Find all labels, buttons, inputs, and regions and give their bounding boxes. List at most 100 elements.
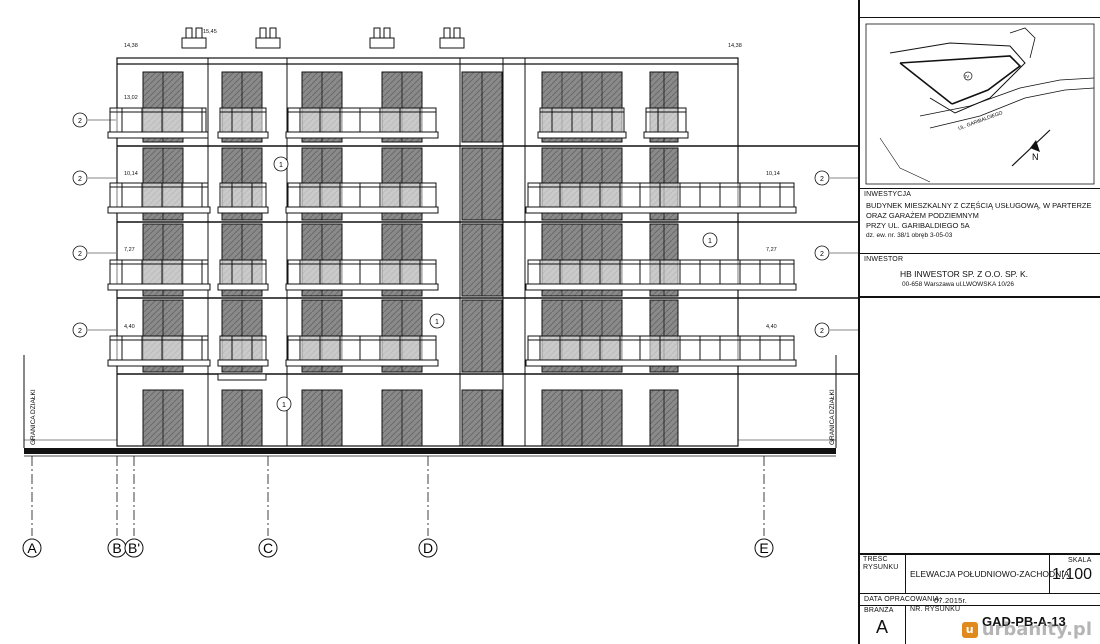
ground-line <box>23 355 837 457</box>
urbanity-logo-icon: u <box>961 622 978 638</box>
balcony-slab <box>217 359 269 367</box>
balcony <box>107 259 211 291</box>
balcony <box>217 259 269 291</box>
branza-cell: BRANŻA A <box>860 605 906 644</box>
balcony <box>107 182 211 214</box>
marker-text-1: 1 <box>279 162 283 169</box>
tresc-value-cell: ELEWACJA POŁUDNIOWO-ZACHODNIA <box>906 553 1069 593</box>
investment-line-4: dz. ew. nr. 38/1 obręb 3-05-03 <box>866 232 953 239</box>
marker-text-2: 2 <box>820 328 824 335</box>
investor-name: HB INWESTOR SP. Z O.O. SP. K. <box>900 269 1029 279</box>
boundary-label-right: GRANICA DZIAŁKI <box>829 389 836 445</box>
investment-label: INWESTYCJA <box>864 191 912 198</box>
marker-circle-2 <box>814 322 830 338</box>
balconies <box>107 107 797 381</box>
chimney-3 <box>369 37 395 49</box>
balcony <box>525 182 797 214</box>
chimney-2 <box>255 37 281 49</box>
date-label: DATA OPRACOWANIA: <box>864 596 942 603</box>
axis-label: D <box>423 540 433 556</box>
balcony-slab <box>525 283 797 291</box>
axis-bubble <box>124 538 144 558</box>
axis-label: E <box>759 540 768 556</box>
window-bay <box>301 389 343 447</box>
window-bay <box>461 389 503 447</box>
wall-divisions <box>207 58 739 446</box>
chimney-flue <box>453 27 461 39</box>
scale-label: SKALA <box>1068 557 1092 564</box>
axis-label: B <box>112 540 121 556</box>
tresc-label: TREŚĆ RYSUNKU <box>863 556 899 571</box>
investment-line-2: ORAZ GARAŻEM PODZIEMNYM <box>866 211 979 220</box>
marker-text-1: 1 <box>282 402 286 409</box>
level-top-left: 14,38 <box>124 43 138 49</box>
window-bay <box>461 299 503 373</box>
axis-bubble <box>22 538 42 558</box>
marker-text-1: 1 <box>435 319 439 326</box>
level-chimney: 15,45 <box>203 29 217 35</box>
investor-address: 00-658 Warszawa ul.LWOWSKA 10/26 <box>902 281 1014 288</box>
balcony <box>285 259 439 291</box>
investment-line-1: BUDYNEK MIESZKALNY Z CZĘŚCIĄ USŁUGOWĄ, W… <box>866 201 1092 210</box>
chimney-flue <box>259 27 267 39</box>
boundary-label-left: GRANICA DZIAŁKI <box>30 389 37 445</box>
drawing-no-value: GAD-PB-A-13 <box>982 614 1066 629</box>
level-floor1-right: 4,40 <box>766 324 777 330</box>
balcony <box>285 107 439 139</box>
balcony-slab <box>643 131 689 139</box>
axis-label: B' <box>128 540 140 556</box>
chimney-flue <box>195 27 203 39</box>
balcony-slab <box>525 359 797 367</box>
balcony <box>537 107 627 139</box>
balcony-slab <box>217 283 269 291</box>
chimney-4 <box>439 37 465 49</box>
scale-value: 1:100 <box>1052 566 1093 583</box>
entrance-canopy <box>217 373 267 381</box>
balcony-slab <box>285 359 439 367</box>
marker-circle-1 <box>276 396 292 412</box>
chimney-flue <box>383 27 391 39</box>
balcony-slab <box>107 131 209 139</box>
balcony <box>217 335 269 367</box>
axis-bubble <box>418 538 438 558</box>
window-bay <box>541 389 623 447</box>
marker-circle-2 <box>72 170 88 186</box>
balcony-slab <box>107 206 211 214</box>
balcony <box>107 335 211 367</box>
marker-text-2: 2 <box>78 118 82 125</box>
balcony-slab <box>217 206 269 214</box>
window-bay <box>142 389 184 447</box>
balcony-slab <box>107 283 211 291</box>
marker-circle-2 <box>72 112 88 128</box>
level-floor2-right: 7,27 <box>766 247 777 253</box>
window-bay <box>221 389 263 447</box>
marker-text-2: 2 <box>820 176 824 183</box>
window-bay <box>461 71 503 143</box>
level-floor4: 13,02 <box>124 95 138 101</box>
marker-circle-2 <box>72 322 88 338</box>
balcony-slab <box>285 131 439 139</box>
branza-value: A <box>876 617 889 637</box>
investment-details: BUDYNEK MIESZKALNY Z CZĘŚCIĄ USŁUGOWĄ, W… <box>866 201 1100 241</box>
balcony-slab <box>285 283 439 291</box>
level-floor2-left: 7,27 <box>124 247 135 253</box>
balcony <box>107 107 209 139</box>
level-floor3-left: 10,14 <box>124 171 138 177</box>
balcony <box>285 335 439 367</box>
marker-text-2: 2 <box>78 251 82 258</box>
level-floor1-left: 4,40 <box>124 324 135 330</box>
axis-bubble <box>258 538 278 558</box>
drawing-no-label: NR. RYSUNKU <box>910 606 961 613</box>
tresc-value: ELEWACJA POŁUDNIOWO-ZACHODNIA <box>910 569 1070 579</box>
investor-label: INWESTOR <box>864 256 904 263</box>
site-building-label: IV <box>965 74 969 79</box>
balcony <box>525 335 797 367</box>
balcony <box>525 259 797 291</box>
tresc-cell: TREŚĆ RYSUNKU <box>860 553 906 593</box>
balcony-slab <box>217 131 269 139</box>
level-floor3-right: 10,14 <box>766 171 780 177</box>
balcony-slab <box>525 206 797 214</box>
roof-chimneys <box>181 27 465 49</box>
marker-circle-2 <box>814 245 830 261</box>
